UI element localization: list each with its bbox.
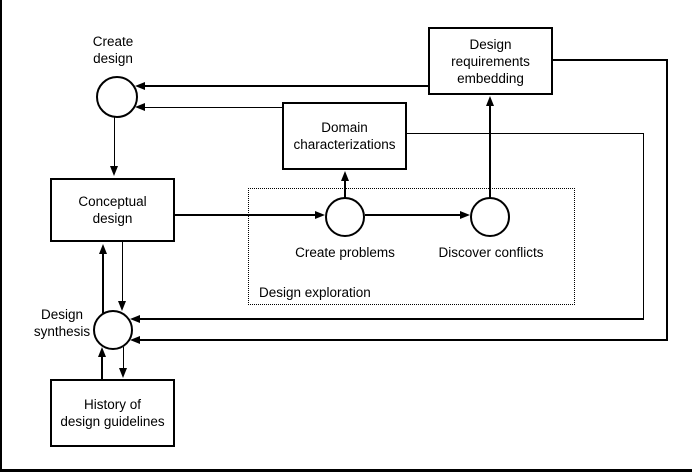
arrowhead-into-history-top <box>119 368 127 378</box>
edge-history-to-synthesis <box>101 356 103 379</box>
design-synthesis-node <box>93 310 133 350</box>
arrowhead-into-synthesis-bottom <box>98 347 106 357</box>
edge-dre-down-segment <box>666 59 668 340</box>
create-design-label-line1: Create <box>92 34 134 49</box>
design-exploration-label-text: Design exploration <box>259 285 371 300</box>
create-problems-node <box>325 197 365 237</box>
arrowhead-into-create-design-upper <box>135 82 145 90</box>
edge-create-problems-to-discover <box>365 214 460 216</box>
domain-characterizations-box: Domain characterizations <box>282 102 407 170</box>
create-design-label-line2: design <box>93 51 133 66</box>
arrowhead-into-conceptual-bottom <box>99 244 107 254</box>
arrowhead-into-dre-bottom <box>486 96 494 106</box>
design-requirements-embedding-box: Design requirements embedding <box>428 27 553 95</box>
create-problems-label: Create problems <box>285 244 405 261</box>
edge-create-design-to-conceptual <box>114 117 115 166</box>
edge-conceptual-to-create-problems <box>175 214 315 216</box>
edge-create-problems-to-domainchar <box>344 180 346 198</box>
edge-domainchar-down-segment <box>643 133 644 318</box>
history-label-line1: History of <box>83 397 141 412</box>
design-synthesis-label: Design synthesis <box>12 306 112 340</box>
frame-left-rule <box>0 0 2 472</box>
edge-domainchar-to-create-design <box>144 107 282 108</box>
conceptual-design-label-line1: Conceptual <box>78 194 147 209</box>
edge-dre-to-create-design <box>144 85 428 87</box>
edge-synthesis-to-history <box>123 347 124 368</box>
design-exploration-label: Design exploration <box>259 284 419 301</box>
dre-label-line2: requirements <box>451 53 530 69</box>
arrowhead-into-discover-conflicts <box>460 211 470 219</box>
arrowhead-into-create-problems <box>315 211 325 219</box>
discover-conflicts-label-text: Discover conflicts <box>438 245 544 260</box>
edge-domainchar-right-segment <box>407 133 643 134</box>
create-problems-label-text: Create problems <box>295 245 395 260</box>
create-design-node <box>96 76 138 118</box>
create-design-label: Create design <box>63 33 163 67</box>
arrowhead-into-domainchar-bottom <box>341 171 349 181</box>
design-synthesis-label-line1: Design <box>40 307 84 322</box>
domainchar-label-line2: characterizations <box>293 137 396 152</box>
arrowhead-into-create-design-lower <box>135 103 145 111</box>
edge-synthesis-to-conceptual <box>102 253 104 313</box>
edge-domainchar-to-synthesis-segment <box>140 318 644 320</box>
dre-label-line3: embedding <box>457 70 524 86</box>
design-synthesis-label-line2: synthesis <box>33 324 91 339</box>
conceptual-design-box: Conceptual design <box>50 178 175 242</box>
conceptual-design-label-line2: design <box>92 211 133 226</box>
dre-label-line1: Design <box>469 36 512 52</box>
discover-conflicts-label: Discover conflicts <box>426 244 556 261</box>
edge-conceptual-to-synthesis <box>122 242 123 301</box>
edge-dre-right-segment <box>553 59 667 61</box>
history-label-line2: design guidelines <box>60 414 165 429</box>
history-of-design-guidelines-box: History of design guidelines <box>50 379 175 447</box>
frame-bottom-rule <box>0 469 692 472</box>
arrowhead-into-synthesis-lower-right <box>130 336 140 344</box>
arrowhead-into-synthesis-upper-right <box>130 315 140 323</box>
discover-conflicts-node <box>470 197 510 237</box>
arrowhead-into-conceptual-top <box>110 166 118 176</box>
design-exploration-region <box>248 188 575 305</box>
domainchar-label-line1: Domain <box>321 120 368 135</box>
edge-dre-to-synthesis-segment <box>140 339 668 341</box>
edge-discover-to-dre <box>489 105 491 198</box>
arrowhead-into-synthesis-top <box>118 301 126 311</box>
